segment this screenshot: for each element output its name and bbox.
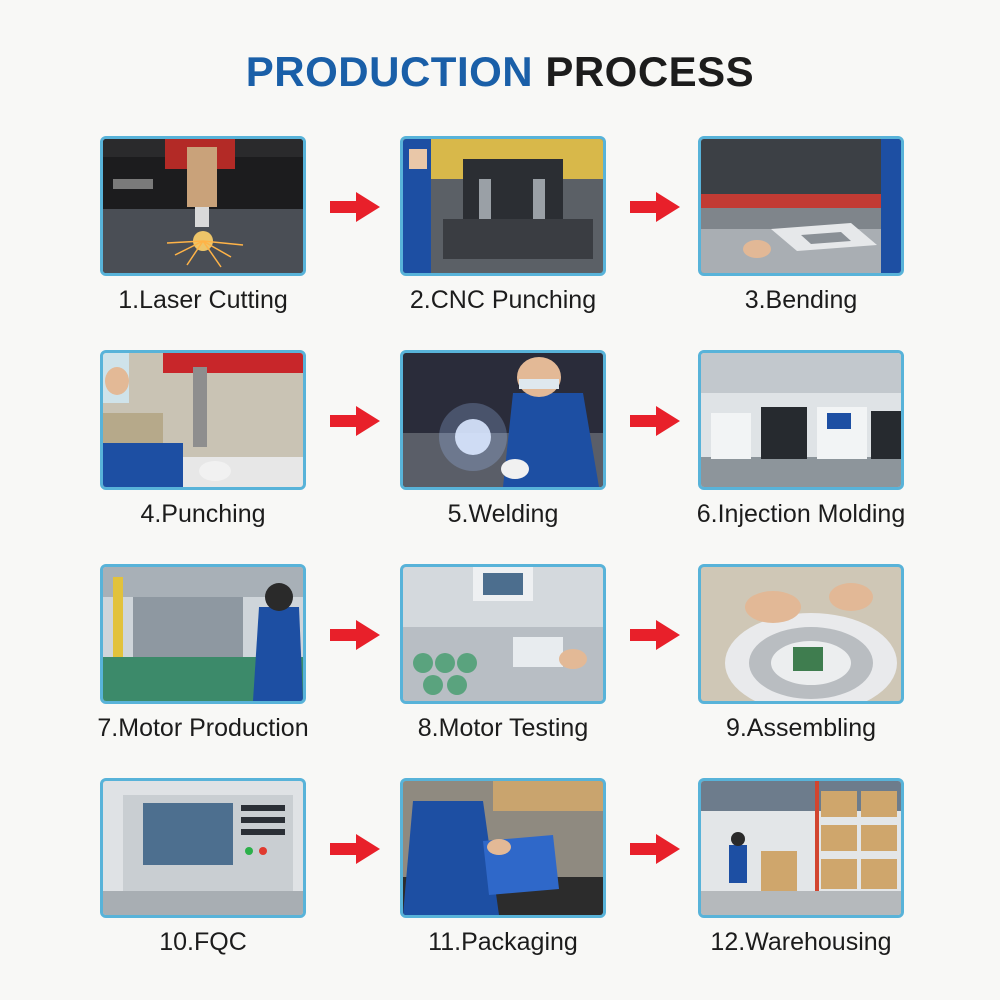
flow-arrow-icon [330, 192, 380, 222]
flow-arrow-icon [630, 620, 680, 650]
fqc-photo [100, 778, 306, 918]
injection-molding-photo [698, 350, 904, 490]
step-label: 11.Packaging [428, 928, 578, 956]
step-label: 3.Bending [744, 286, 858, 314]
step-label: 5.Welding [447, 500, 559, 528]
title-highlight: PRODUCTION [245, 48, 534, 95]
step-punching: 4.Punching [100, 350, 306, 528]
step-label: 7.Motor Production [97, 714, 309, 742]
page-title: PRODUCTION PROCESS [0, 48, 1000, 96]
step-label: 4.Punching [140, 500, 266, 528]
step-motor-production: 7.Motor Production [97, 564, 309, 742]
step-fqc: 10.FQC [100, 778, 306, 956]
punching-photo [100, 350, 306, 490]
step-packaging: 11.Packaging [400, 778, 606, 956]
step-label: 8.Motor Testing [417, 714, 589, 742]
motor-testing-photo [400, 564, 606, 704]
flow-arrow-icon [630, 192, 680, 222]
welding-photo [400, 350, 606, 490]
assembling-photo [698, 564, 904, 704]
laser-cutting-photo [100, 136, 306, 276]
flow-arrow-icon [630, 834, 680, 864]
step-label: 9.Assembling [725, 714, 877, 742]
step-label: 12.Warehousing [710, 928, 892, 956]
step-laser-cutting: 1.Laser Cutting [100, 136, 306, 314]
title-rest: PROCESS [545, 48, 755, 95]
step-motor-testing: 8.Motor Testing [400, 564, 606, 742]
packaging-photo [400, 778, 606, 918]
step-label: 1.Laser Cutting [118, 286, 288, 314]
step-label: 2.CNC Punching [409, 286, 597, 314]
step-assembling: 9.Assembling [698, 564, 904, 742]
flow-arrow-icon [330, 620, 380, 650]
motor-production-photo [100, 564, 306, 704]
step-label: 10.FQC [159, 928, 247, 956]
step-welding: 5.Welding [400, 350, 606, 528]
warehousing-photo [698, 778, 904, 918]
step-warehousing: 12.Warehousing [698, 778, 904, 956]
flow-arrow-icon [330, 834, 380, 864]
step-label: 6.Injection Molding [696, 500, 906, 528]
step-bending: 3.Bending [698, 136, 904, 314]
flow-arrow-icon [330, 406, 380, 436]
flow-arrow-icon [630, 406, 680, 436]
step-injection-molding: 6.Injection Molding [697, 350, 905, 528]
bending-photo [698, 136, 904, 276]
cnc-punching-photo [400, 136, 606, 276]
step-cnc-punching: 2.CNC Punching [400, 136, 606, 314]
